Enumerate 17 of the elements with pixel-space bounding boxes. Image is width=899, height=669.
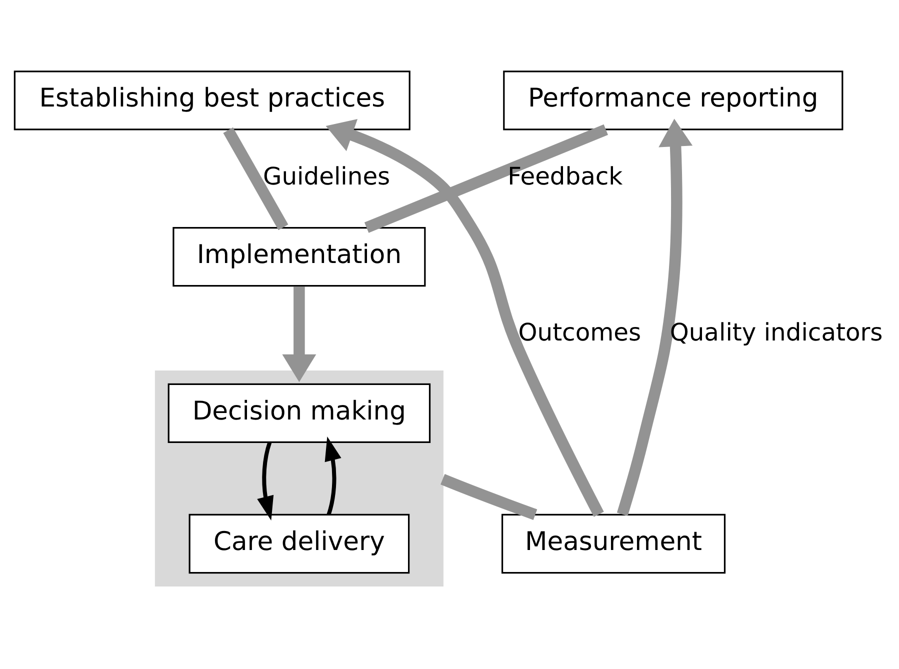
- edge-label: Outcomes: [518, 318, 642, 346]
- connector: [364, 124, 608, 232]
- node-box: Implementation: [172, 226, 426, 286]
- node-box: Measurement: [501, 513, 726, 574]
- node-box: Establishing best practices: [14, 70, 410, 130]
- node-box: Performance reporting: [503, 70, 844, 130]
- arrow: [324, 436, 342, 515]
- connector: [440, 474, 538, 520]
- arrow: [257, 441, 274, 520]
- edge-label: Quality indicators: [670, 318, 883, 346]
- edge-label: Feedback: [508, 162, 623, 190]
- cluster: [154, 370, 444, 586]
- arrow: [282, 286, 316, 382]
- node-box: Care delivery: [188, 513, 410, 574]
- edge-label: Guidelines: [263, 162, 390, 190]
- node-box: Decision making: [168, 382, 431, 442]
- connector: [223, 126, 288, 230]
